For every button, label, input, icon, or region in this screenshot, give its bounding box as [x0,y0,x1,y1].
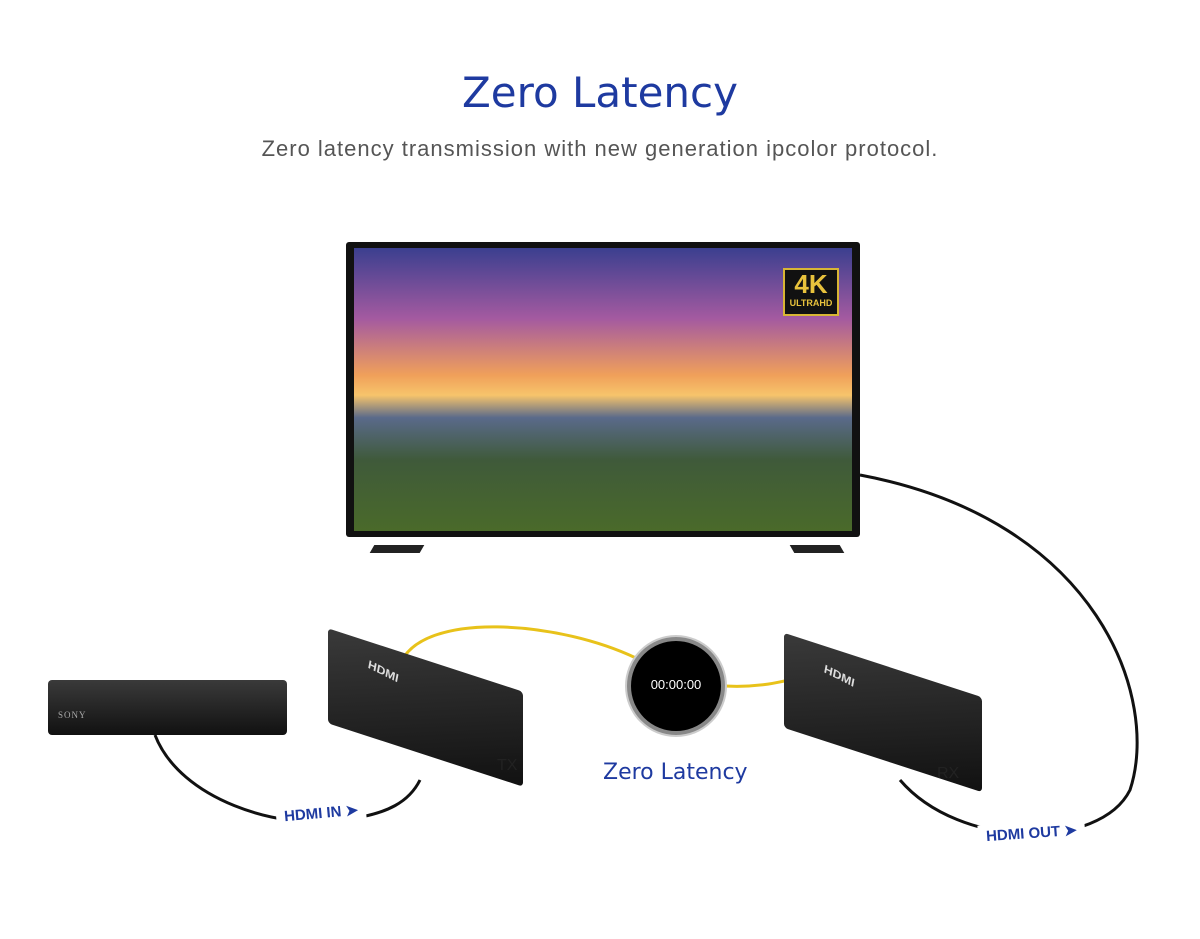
rx-logo: HDMI [823,661,856,690]
tv [346,242,860,537]
badge-ultrahd-text: ULTRAHD [789,298,833,308]
hdmi-out-cable [859,473,1139,836]
tv-stand-left [369,545,425,553]
tx-logo: HDMI [367,657,400,686]
badge-4k-text: 4K [794,269,828,299]
tx-label: TX [497,757,518,774]
clock-time: 00:00:00 [650,677,702,692]
tv-screen [354,248,852,531]
page-title: Zero Latency [461,68,738,117]
hdmi-out-text: HDMI OUT [985,823,1061,846]
arrow-icon: ➤ [1063,821,1078,840]
clock-icon: 00:00:00 [627,637,725,735]
tv-stand-right [789,545,845,553]
hdmi-in-text: HDMI IN [283,803,343,826]
rx-label: RX [937,765,960,782]
lan-cable-tx [398,625,641,666]
zero-latency-caption: Zero Latency [603,760,748,785]
arrow-icon: ➤ [344,801,359,820]
player-brand: SONY [58,710,87,720]
bluray-player: SONY [48,680,287,735]
page-subtitle: Zero latency transmission with new gener… [261,136,939,161]
